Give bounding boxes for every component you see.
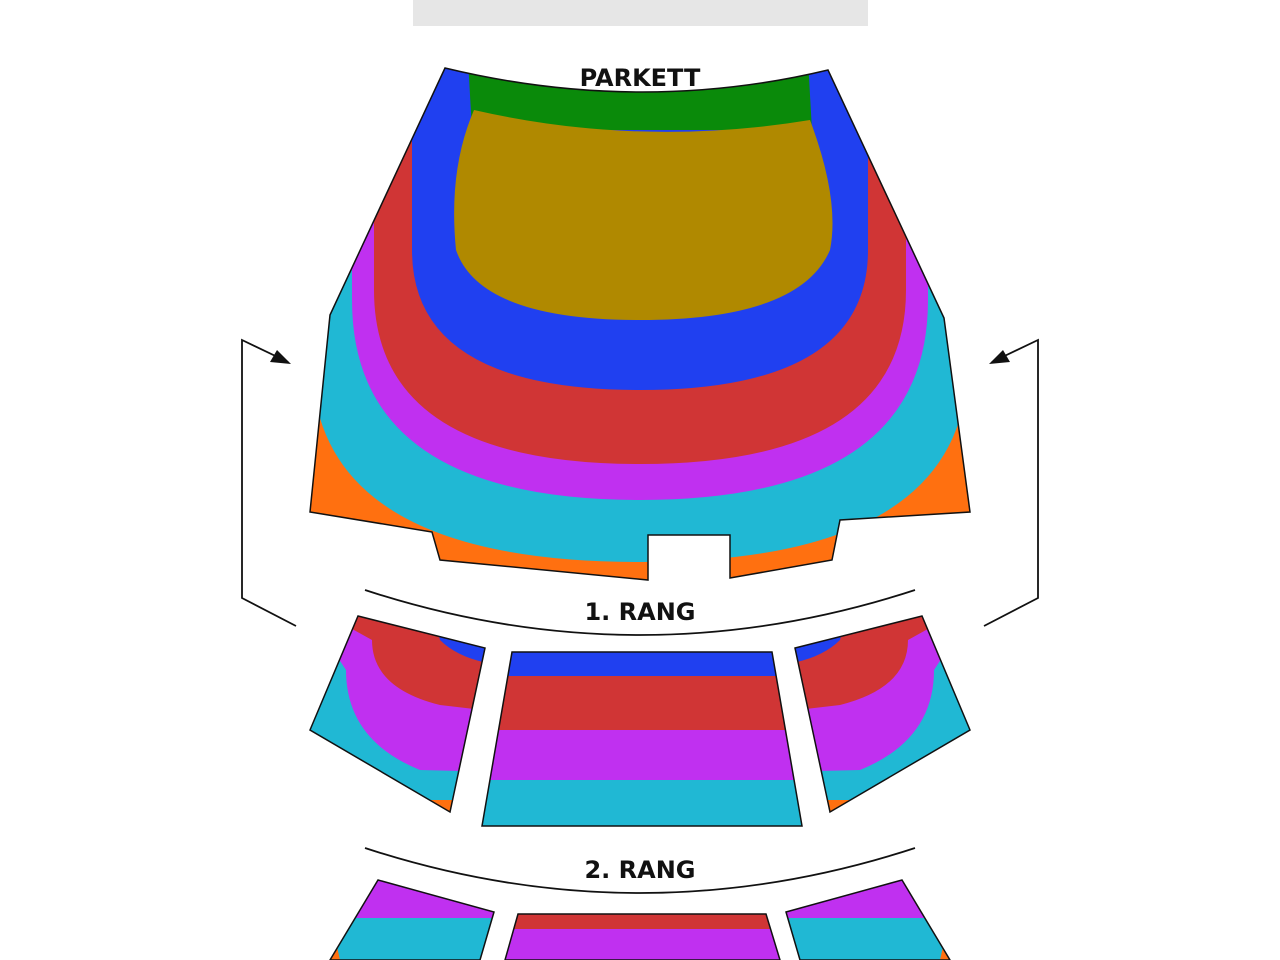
section-rang2-center[interactable]: [500, 905, 790, 960]
rang1-center-zone-3[interactable]: [470, 640, 810, 676]
section-rang1-center[interactable]: [470, 640, 810, 840]
rang2-center-outline: [504, 913, 781, 960]
parkett-outline: [309, 67, 971, 581]
section-rang2-left[interactable]: [320, 870, 510, 960]
parkett-zone-1[interactable]: [454, 110, 833, 320]
section-rang2-right[interactable]: [770, 870, 960, 960]
rang2-left-outline: [329, 879, 495, 960]
stage: [413, 0, 868, 26]
parkett-label: PARKETT: [580, 64, 701, 92]
rang1-left-outline: [309, 615, 486, 814]
rang1-label: 1. RANG: [584, 598, 695, 626]
rang2-right-outline: [785, 879, 951, 960]
stage-area: [413, 0, 868, 26]
section-parkett[interactable]: [290, 60, 990, 600]
section-rang1-right[interactable]: [780, 600, 980, 830]
rang1-right-outline: [794, 615, 971, 814]
rang1-center-outline: [481, 651, 803, 827]
rang2-label: 2. RANG: [584, 856, 695, 884]
rang2-center-zone-4[interactable]: [500, 905, 790, 929]
arrow-left-icon: [241, 338, 297, 627]
arrow-right-icon: [983, 338, 1039, 627]
section-rang1-left[interactable]: [300, 600, 500, 830]
rang2-curve: [364, 847, 916, 894]
rang1-curve: [364, 589, 916, 636]
